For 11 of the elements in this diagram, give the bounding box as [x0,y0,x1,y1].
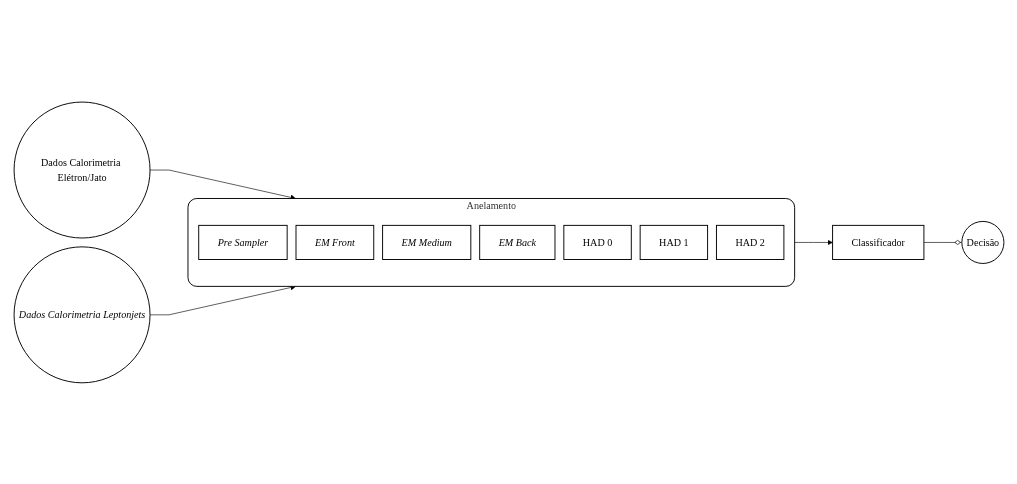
node-circle: Dados Calorimetria Elétron/Jato [13,101,150,239]
node-box: HAD 1 [639,224,708,260]
node-circle: Dados Calorimetria Leptonjets [13,245,150,383]
node-circle: Decisão [960,220,1004,264]
node-box: HAD 0 [562,224,632,260]
node-box: EM Back [478,224,555,260]
node-box: HAD 2 [715,224,784,260]
node-box: Classificador [831,224,924,260]
node-box: EM Medium [381,224,471,260]
node-box: EM Front [295,224,374,260]
node-box: Pre Sampler [197,224,288,260]
